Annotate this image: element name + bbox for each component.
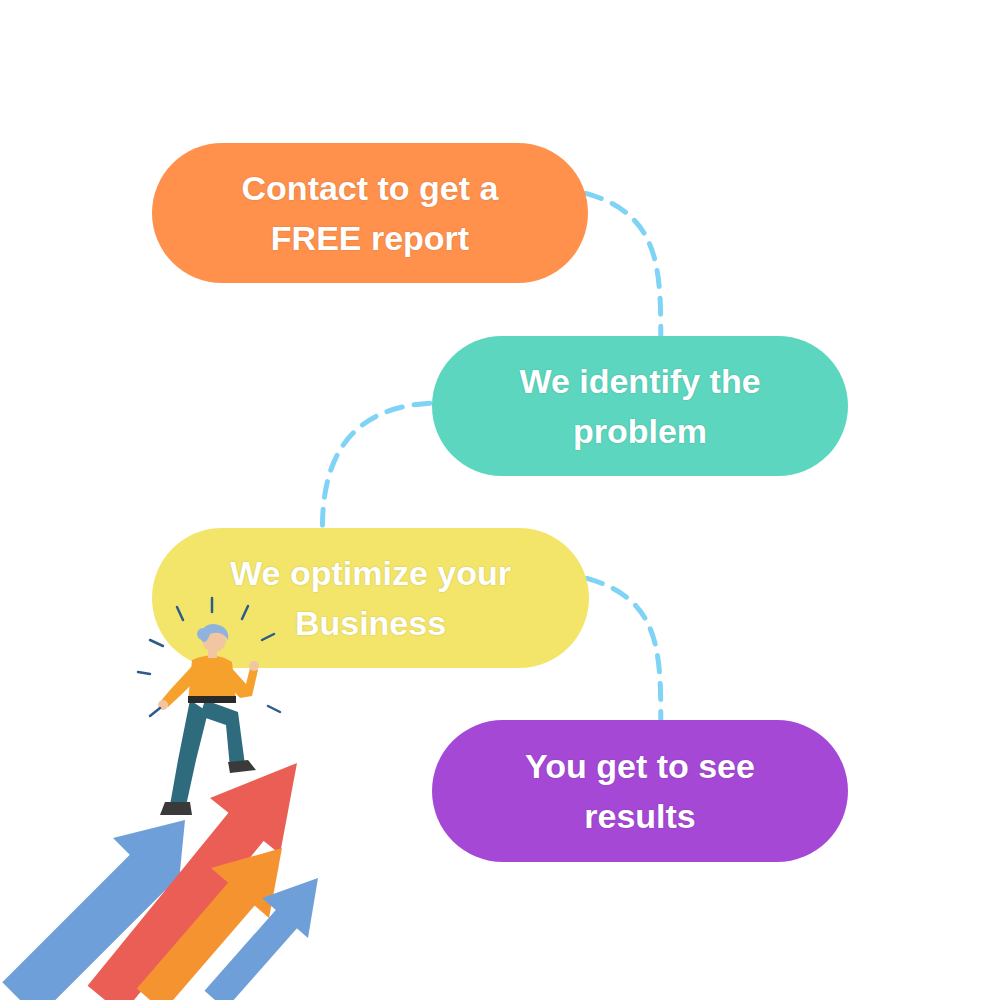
motion-mark — [138, 672, 150, 674]
growth-arrows — [20, 763, 318, 1000]
step-text: You get to see results — [520, 741, 760, 842]
arrow-head — [262, 878, 318, 938]
arrow-head — [210, 763, 297, 854]
person-leg — [200, 700, 245, 768]
motion-mark — [268, 706, 280, 712]
process-pill: We identify the problem — [432, 336, 848, 476]
person-belt — [188, 696, 236, 703]
dashed-connector — [587, 578, 661, 720]
person-shoe — [228, 760, 256, 773]
motion-mark — [211, 598, 214, 612]
person-arm — [160, 664, 200, 707]
motion-mark — [150, 640, 163, 646]
person-shoe — [160, 802, 192, 815]
process-pill: Contact to get a FREE report — [152, 143, 588, 283]
connector-path — [586, 193, 661, 336]
dashed-connector — [586, 193, 661, 336]
process-pill: You get to see results — [432, 720, 848, 862]
connector-path — [322, 403, 430, 528]
connector-path — [587, 578, 661, 720]
arrow-shaft — [215, 915, 290, 1000]
person-hair-bun — [197, 628, 209, 640]
motion-mark — [150, 708, 160, 716]
arrow-head — [211, 848, 282, 918]
step-text: We optimize your Business — [191, 548, 551, 649]
process-pill: We optimize your Business — [152, 528, 589, 668]
step-text: Contact to get a FREE report — [220, 163, 520, 264]
step-text: We identify the problem — [490, 356, 790, 457]
person-hand — [249, 661, 259, 671]
dashed-connector — [322, 403, 430, 528]
